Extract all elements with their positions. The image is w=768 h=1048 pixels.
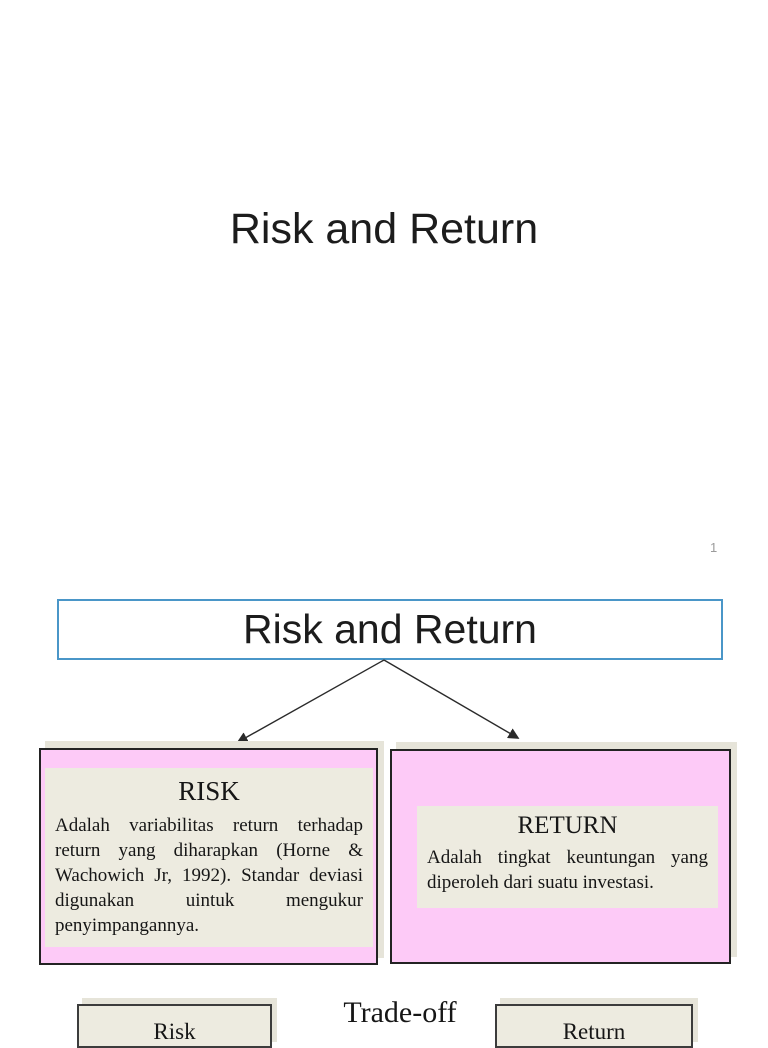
slide2-title: Risk and Return: [243, 606, 537, 652]
risk-box: RISK Adalah variabilitas return terhadap…: [39, 748, 378, 965]
slide1-title: Risk and Return: [229, 205, 539, 253]
arrow-to-risk: [236, 659, 385, 743]
page-number: 1: [710, 540, 718, 555]
risk-definition-text: Adalah variabilitas return terhadap retu…: [55, 815, 363, 936]
return-panel: RETURN Adalah tingkat keuntungan yang di…: [417, 806, 718, 908]
risk-and-return-title-box: Risk and Return: [57, 599, 723, 660]
risk-title: RISK: [178, 776, 240, 806]
risk-panel: RISK Adalah variabilitas return terhadap…: [45, 768, 373, 947]
bottom-return-box: Return: [495, 1004, 693, 1048]
tradeoff-label: Trade-off: [343, 996, 457, 1029]
return-box: RETURN Adalah tingkat keuntungan yang di…: [390, 749, 731, 964]
return-title: RETURN: [517, 812, 618, 839]
arrow-to-return: [383, 659, 520, 739]
return-definition-text: Adalah tingkat keuntungan yang diperoleh…: [427, 847, 708, 893]
bottom-risk-box: Risk: [77, 1004, 272, 1048]
